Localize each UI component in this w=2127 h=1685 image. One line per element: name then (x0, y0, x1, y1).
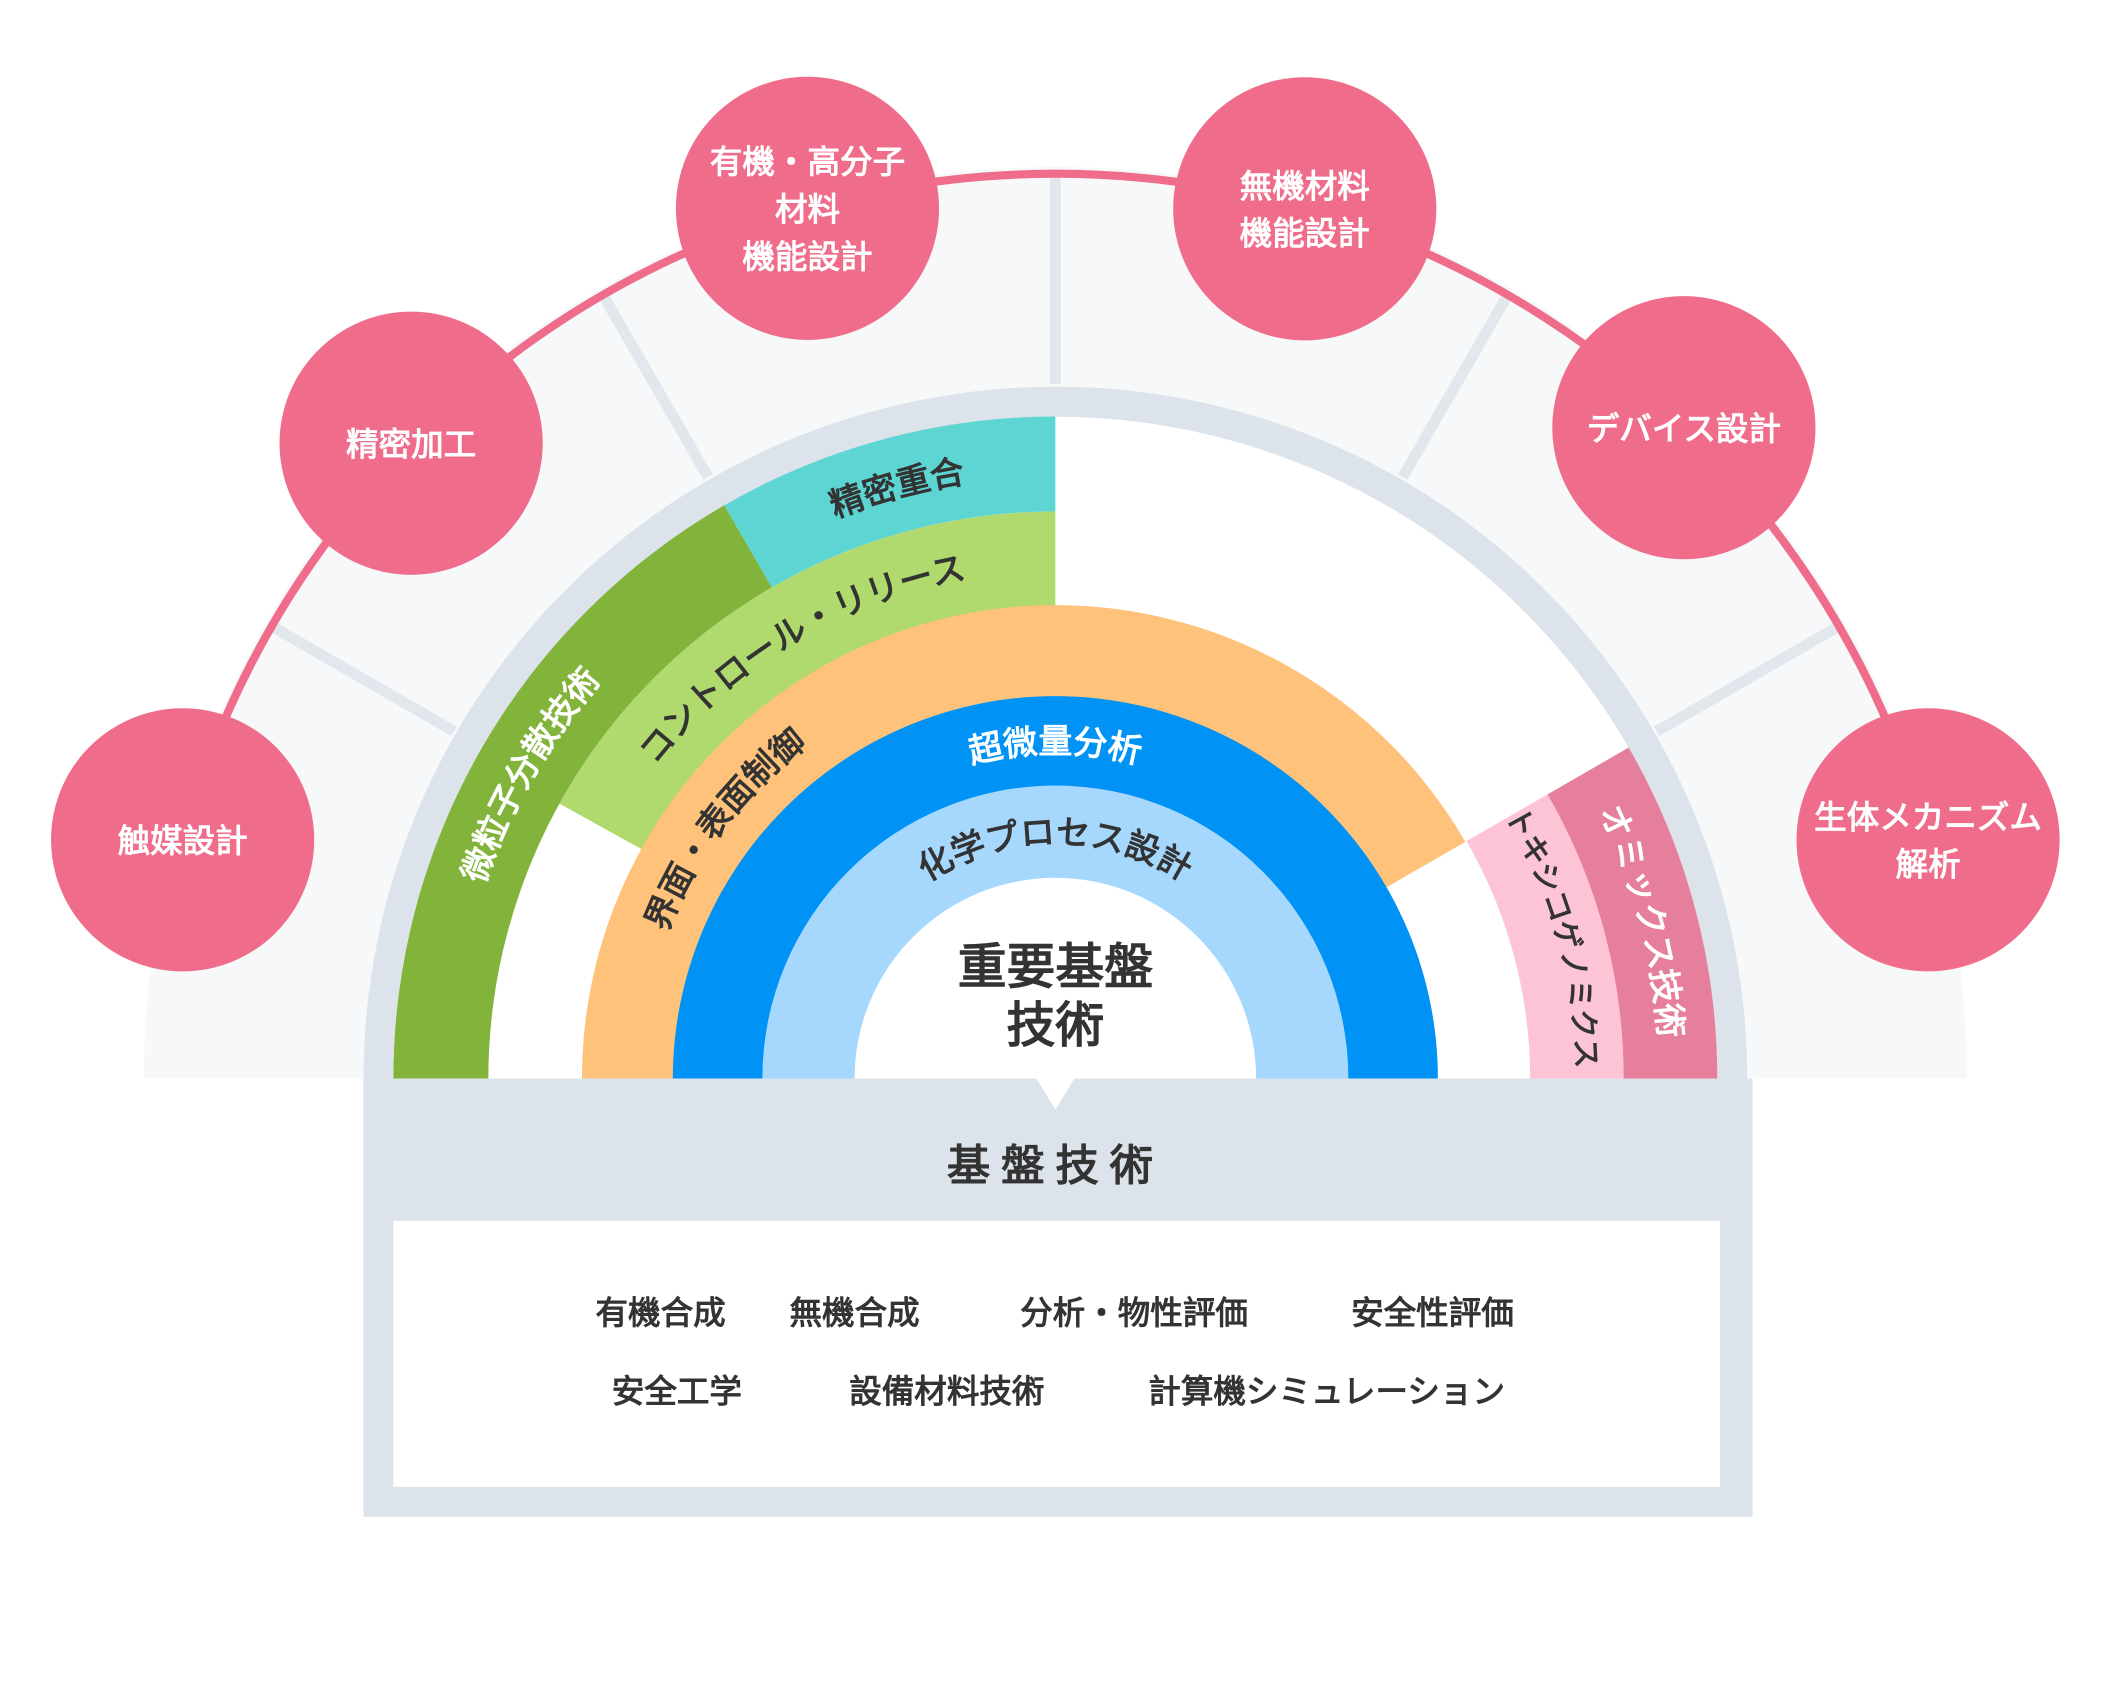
base-tech-item: 安全性評価 (1351, 1294, 1514, 1332)
technology-circle: 触媒設計 (51, 708, 315, 972)
circle-shape (51, 708, 315, 972)
circle-label: 生体メカニズム (1814, 798, 2042, 836)
sector-divider (1397, 291, 1514, 480)
circle-label: 精密加工 (346, 425, 476, 463)
band-control-release (559, 511, 1056, 850)
base-tech-item: 有機合成 (596, 1294, 726, 1332)
outer-circles: 触媒設計精密加工有機・高分子材料機能設計無機材料機能設計デバイス設計生体メカニズ… (51, 76, 2060, 972)
technology-circle: デバイス設計 (1552, 296, 1816, 560)
circle-label: 機能設計 (742, 238, 872, 276)
circle-label: 無機材料 (1240, 167, 1371, 205)
circle-label: 機能設計 (1240, 215, 1370, 253)
circle-shape (279, 311, 543, 575)
base-tech-panel: 基盤技術 有機合成 無機合成 分析・物性評価 安全性評価 安全工学 設備材料技術… (363, 1078, 1753, 1517)
circle-shape (1552, 296, 1816, 560)
technology-circle: 精密加工 (279, 311, 543, 575)
circle-label: デバイス設計 (1587, 410, 1781, 448)
band-seimitsu-jugo (724, 416, 1056, 588)
circle-label: 有機・高分子 (710, 143, 905, 181)
band-chobiryo (672, 696, 1438, 1079)
sector-divider (1654, 620, 1843, 736)
sector-divider (267, 620, 457, 736)
technology-bands (393, 416, 1718, 1079)
center-label-line1: 重要基盤 (958, 939, 1153, 996)
base-tech-item: 設備材料技術 (849, 1373, 1044, 1411)
circle-shape (675, 76, 940, 340)
circle-shape (1173, 77, 1437, 341)
base-tech-title: 基盤技術 (947, 1141, 1164, 1191)
base-tech-items-box (393, 1220, 1721, 1487)
base-tech-item: 分析・物性評価 (1020, 1294, 1248, 1332)
outer-ring-bg (143, 166, 1967, 1079)
circle-label: 解析 (1896, 846, 1961, 884)
circle-shape (1796, 708, 2060, 972)
band-omics (1547, 747, 1718, 1079)
pointer-triangle (1036, 1078, 1075, 1110)
circle-label: 触媒設計 (118, 822, 248, 860)
sector-divider (597, 291, 713, 480)
base-tech-item: 安全工学 (612, 1373, 742, 1411)
base-tech-item: 無機合成 (790, 1294, 920, 1332)
band-kagaku-process (762, 785, 1349, 1079)
base-tech-item: 計算機シミュレーション (1148, 1373, 1505, 1411)
band-biseiryushi (393, 505, 772, 1079)
band-kaimen (581, 605, 1466, 1079)
band-toxico (1466, 793, 1626, 1079)
center-label-line2: 技術 (1007, 997, 1105, 1054)
circle-label: 材料 (775, 191, 841, 229)
